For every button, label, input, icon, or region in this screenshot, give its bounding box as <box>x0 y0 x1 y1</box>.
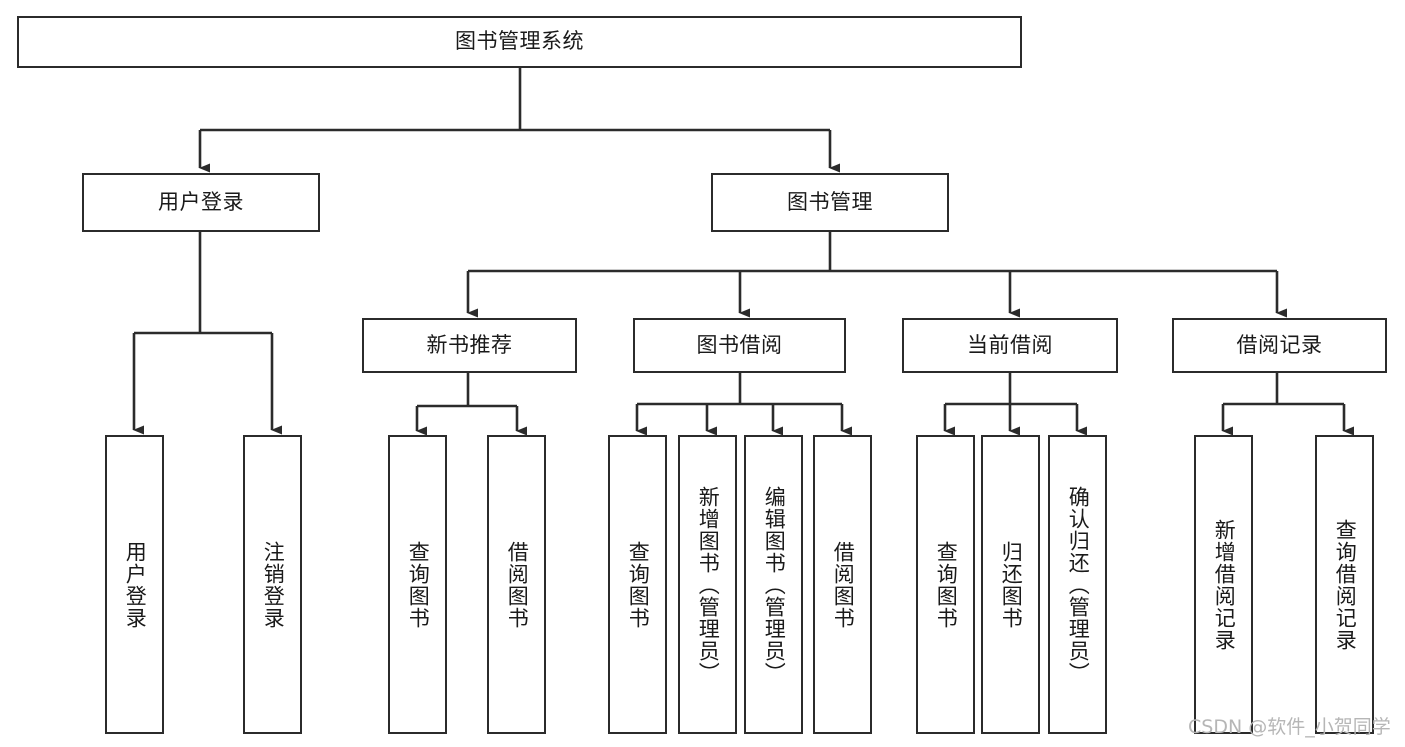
node-leaf-query-borrow-record[interactable]: 查询借阅记录 <box>1315 435 1374 734</box>
node-label-current-borrow: 当前借阅 <box>967 332 1053 357</box>
node-label-leaf-logout-login: 注销登录 <box>261 540 286 629</box>
node-label-leaf-query-borrow-record: 查询借阅记录 <box>1333 518 1358 651</box>
node-label-leaf-user-login: 用户登录 <box>123 540 148 629</box>
node-label-borrow-record: 借阅记录 <box>1236 332 1323 357</box>
node-label-book-manage: 图书管理 <box>787 189 873 214</box>
node-root[interactable]: 图书管理系统 <box>17 16 1022 68</box>
node-new-book-recommend[interactable]: 新书推荐 <box>362 318 577 373</box>
node-leaf-query-book-borrow[interactable]: 查询图书 <box>608 435 667 734</box>
node-leaf-borrow-book-new[interactable]: 借阅图书 <box>487 435 546 734</box>
node-label-leaf-confirm-return-admin: 确认归还（管理员） <box>1066 485 1091 684</box>
node-book-borrow[interactable]: 图书借阅 <box>633 318 846 373</box>
node-leaf-add-book-admin[interactable]: 新增图书（管理员） <box>678 435 737 734</box>
node-borrow-record[interactable]: 借阅记录 <box>1172 318 1387 373</box>
watermark-label: CSDN @软件_小贺同学 <box>1188 716 1391 738</box>
node-leaf-query-book-new[interactable]: 查询图书 <box>388 435 447 734</box>
node-label-leaf-query-book-new: 查询图书 <box>406 540 431 629</box>
node-leaf-confirm-return-admin[interactable]: 确认归还（管理员） <box>1048 435 1107 734</box>
node-user-login[interactable]: 用户登录 <box>82 173 320 232</box>
node-label-leaf-borrow-book: 借阅图书 <box>831 540 856 629</box>
node-label-book-borrow: 图书借阅 <box>696 332 783 357</box>
node-label-new-book-recommend: 新书推荐 <box>426 332 513 357</box>
node-label-leaf-query-book-current: 查询图书 <box>934 540 959 629</box>
node-label-leaf-edit-book-admin: 编辑图书（管理员） <box>762 485 787 684</box>
node-leaf-logout-login[interactable]: 注销登录 <box>243 435 302 734</box>
node-label-leaf-query-book-borrow: 查询图书 <box>626 540 651 629</box>
node-book-manage[interactable]: 图书管理 <box>711 173 949 232</box>
node-leaf-add-borrow-record[interactable]: 新增借阅记录 <box>1194 435 1253 734</box>
node-leaf-edit-book-admin[interactable]: 编辑图书（管理员） <box>744 435 803 734</box>
node-leaf-user-login[interactable]: 用户登录 <box>105 435 164 734</box>
node-label-root: 图书管理系统 <box>455 29 584 54</box>
node-leaf-borrow-book[interactable]: 借阅图书 <box>813 435 872 734</box>
node-label-leaf-borrow-book-new: 借阅图书 <box>505 540 530 629</box>
node-label-user-login: 用户登录 <box>158 189 244 214</box>
node-label-leaf-return-book: 归还图书 <box>999 540 1024 629</box>
node-current-borrow[interactable]: 当前借阅 <box>902 318 1118 373</box>
node-label-leaf-add-borrow-record: 新增借阅记录 <box>1212 518 1237 651</box>
node-label-leaf-add-book-admin: 新增图书（管理员） <box>696 485 721 684</box>
node-leaf-return-book[interactable]: 归还图书 <box>981 435 1040 734</box>
node-leaf-query-book-current[interactable]: 查询图书 <box>916 435 975 734</box>
